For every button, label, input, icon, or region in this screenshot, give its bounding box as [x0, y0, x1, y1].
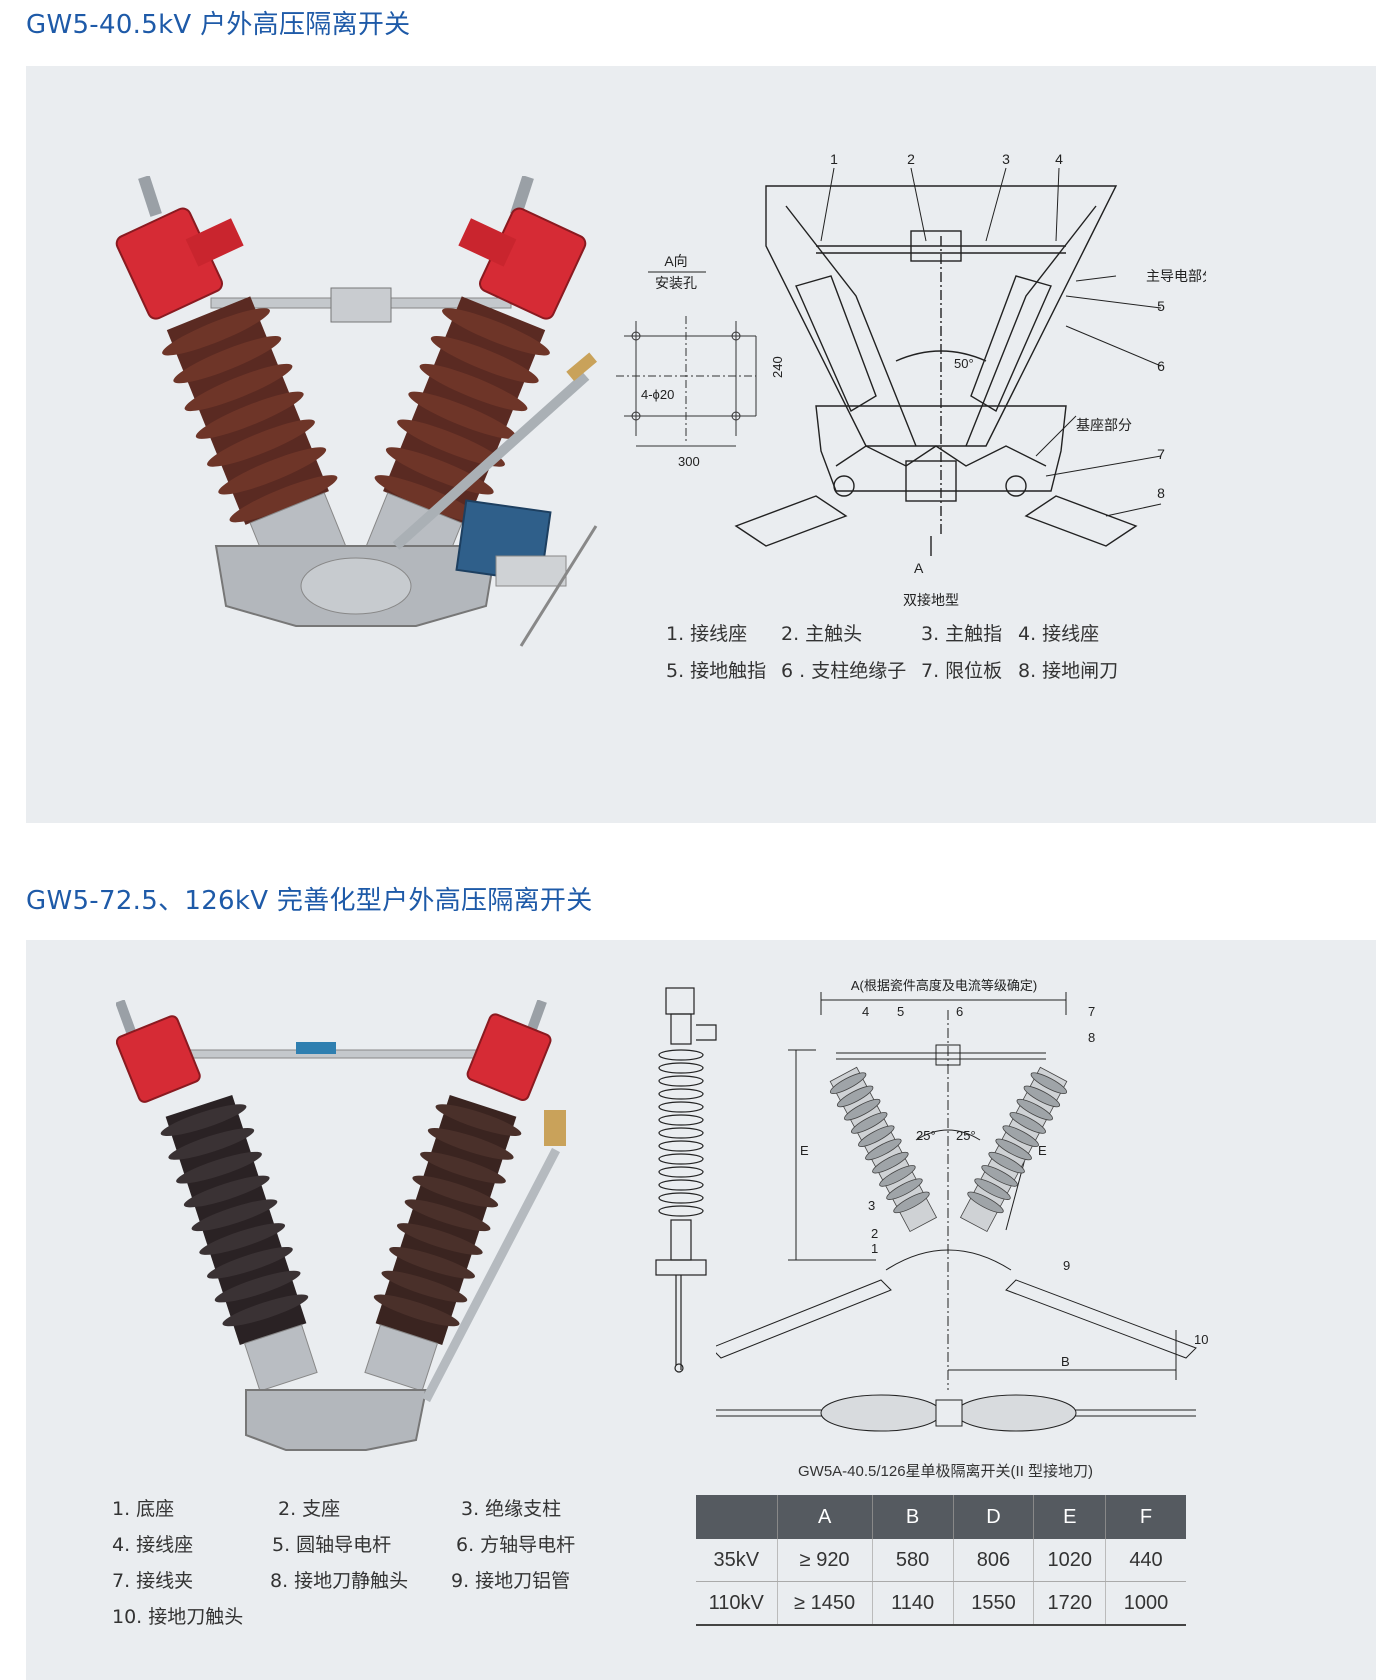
- diagram2-number-6: 6: [956, 1004, 963, 1019]
- diagram1-caption: 双接地型: [903, 592, 959, 608]
- section2-panel: A(根据瓷件高度及电流等级确定) B E E 25° 25° 1 2 3 4 5…: [26, 940, 1376, 1680]
- angle-label: 50°: [954, 356, 974, 371]
- legend2-item-5: 5. 圆轴导电杆: [272, 1534, 392, 1556]
- legend2-item-9: 9. 接地刀铝管: [451, 1570, 571, 1592]
- legend2-item-8: 8. 接地刀静触头: [270, 1570, 409, 1592]
- table-cell: 35kV: [696, 1539, 778, 1582]
- legend1-item-2: 2. 主触头: [781, 623, 863, 645]
- diagram2-number-4: 4: [862, 1004, 869, 1019]
- diagram2-number-8: 8: [1088, 1030, 1095, 1045]
- table-cell: ≥ 1450: [777, 1581, 873, 1626]
- diagram1-number-2: 2: [907, 151, 915, 167]
- diagram2-number-7: 7: [1088, 1004, 1095, 1019]
- table-cell: 1720: [1033, 1581, 1106, 1626]
- table-cell: ≥ 920: [777, 1539, 873, 1582]
- section1-title: GW5-40.5kV 户外高压隔离开关: [26, 10, 411, 40]
- section2-title: GW5-72.5、126kV 完善化型户外高压隔离开关: [26, 886, 593, 916]
- legend1-item-3: 3. 主触指: [921, 623, 1003, 645]
- legend2-item-7: 7. 接线夹: [112, 1570, 194, 1592]
- diagram1-number-1: 1: [830, 151, 838, 167]
- table-cell: 1140: [872, 1581, 954, 1626]
- legend2-item-4: 4. 接线座: [112, 1534, 194, 1556]
- table-cell: 1550: [953, 1581, 1035, 1626]
- legend2-item-6: 6. 方轴导电杆: [456, 1534, 576, 1556]
- legend1-item-1: 1. 接线座: [666, 623, 748, 645]
- table-cell: 1000: [1105, 1581, 1186, 1626]
- dim-a-label: A(根据瓷件高度及电流等级确定): [851, 978, 1037, 993]
- spec-table-header-f: F: [1105, 1495, 1186, 1539]
- table-cell: 806: [953, 1539, 1035, 1582]
- section1-panel: A向 安装孔 4-ϕ20 300 240: [26, 66, 1376, 823]
- spec-table-header-d: D: [953, 1495, 1035, 1539]
- dim-width-label: 300: [678, 454, 700, 469]
- diagram1-number-8: 8: [1157, 485, 1165, 501]
- legend1-item-8: 8. 接地闸刀: [1018, 660, 1119, 682]
- direction-label: A: [914, 560, 924, 576]
- diagram2-number-10: 10: [1194, 1332, 1208, 1347]
- legend1-item-5: 5. 接地触指: [666, 660, 767, 682]
- legend1-item-4: 4. 接线座: [1018, 623, 1100, 645]
- diagram2-number-9: 9: [1063, 1258, 1070, 1273]
- mount-view-label: A向: [664, 253, 687, 269]
- diagram2-caption: GW5A-40.5/126星单极隔离开关(II 型接地刀): [798, 1463, 1094, 1480]
- technical-diagram-gw5-40: A向 安装孔 4-ϕ20 300 240: [616, 151, 1206, 608]
- hole-spec-label: 4-ϕ20: [641, 387, 674, 402]
- dim-e-right-label: E: [1038, 1143, 1047, 1158]
- product-photo-gw5-40: [115, 176, 598, 647]
- dim-height-label: 240: [770, 356, 785, 378]
- table-cell: 110kV: [696, 1581, 778, 1626]
- spec-table-header-e: E: [1033, 1495, 1106, 1539]
- front-diagram-gw5-126: A(根据瓷件高度及电流等级确定) B E E 25° 25° 1 2 3 4 5…: [716, 978, 1208, 1432]
- diagram1-number-6: 6: [1157, 358, 1165, 374]
- spec-table-header-a: A: [777, 1495, 873, 1539]
- spec-table: A B D E F 35kV ≥ 920 580 806 1020 440 11…: [696, 1495, 1186, 1626]
- table-cell: 440: [1105, 1539, 1186, 1582]
- legend1-item-6: 6 . 支柱绝缘子: [781, 660, 907, 682]
- dim-e-left-label: E: [800, 1143, 809, 1158]
- diagram2-number-3: 3: [868, 1198, 875, 1213]
- table-cell: 580: [872, 1539, 954, 1582]
- diagram2-number-5: 5: [897, 1004, 904, 1019]
- side-view-diagram: [655, 987, 717, 1373]
- table-row: 35kV ≥ 920 580 806 1020 440: [696, 1539, 1186, 1582]
- legend2-item-10: 10. 接地刀触头: [112, 1606, 244, 1628]
- mount-hole-label: 安装孔: [655, 275, 697, 291]
- diagram2-number-2: 2: [871, 1226, 878, 1241]
- main-conductor-label: 主导电部分: [1146, 268, 1206, 284]
- spec-table-header-row: A B D E F: [696, 1495, 1186, 1539]
- dim-b-label: B: [1061, 1354, 1070, 1369]
- legend2-item-2: 2. 支座: [278, 1498, 341, 1520]
- base-part-label: 基座部分: [1076, 417, 1132, 433]
- angle-left-label: 25°: [916, 1128, 936, 1143]
- diagram1-number-4: 4: [1055, 151, 1063, 167]
- diagram1-number-7: 7: [1157, 446, 1165, 462]
- table-row: 110kV ≥ 1450 1140 1550 1720 1000: [696, 1581, 1186, 1626]
- spec-table-header-b: B: [872, 1495, 954, 1539]
- diagram1-number-5: 5: [1157, 298, 1165, 314]
- spec-table-header-blank: [696, 1495, 778, 1539]
- legend2-item-3: 3. 绝缘支柱: [461, 1498, 562, 1520]
- legend1-item-7: 7. 限位板: [921, 660, 1003, 682]
- diagram1-number-3: 3: [1002, 151, 1010, 167]
- legend2-item-1: 1. 底座: [112, 1498, 175, 1520]
- table-cell: 1020: [1033, 1539, 1106, 1582]
- angle-right-label: 25°: [956, 1128, 976, 1143]
- diagram2-number-1: 1: [871, 1241, 878, 1256]
- product-photo-gw5-126: [116, 1000, 566, 1451]
